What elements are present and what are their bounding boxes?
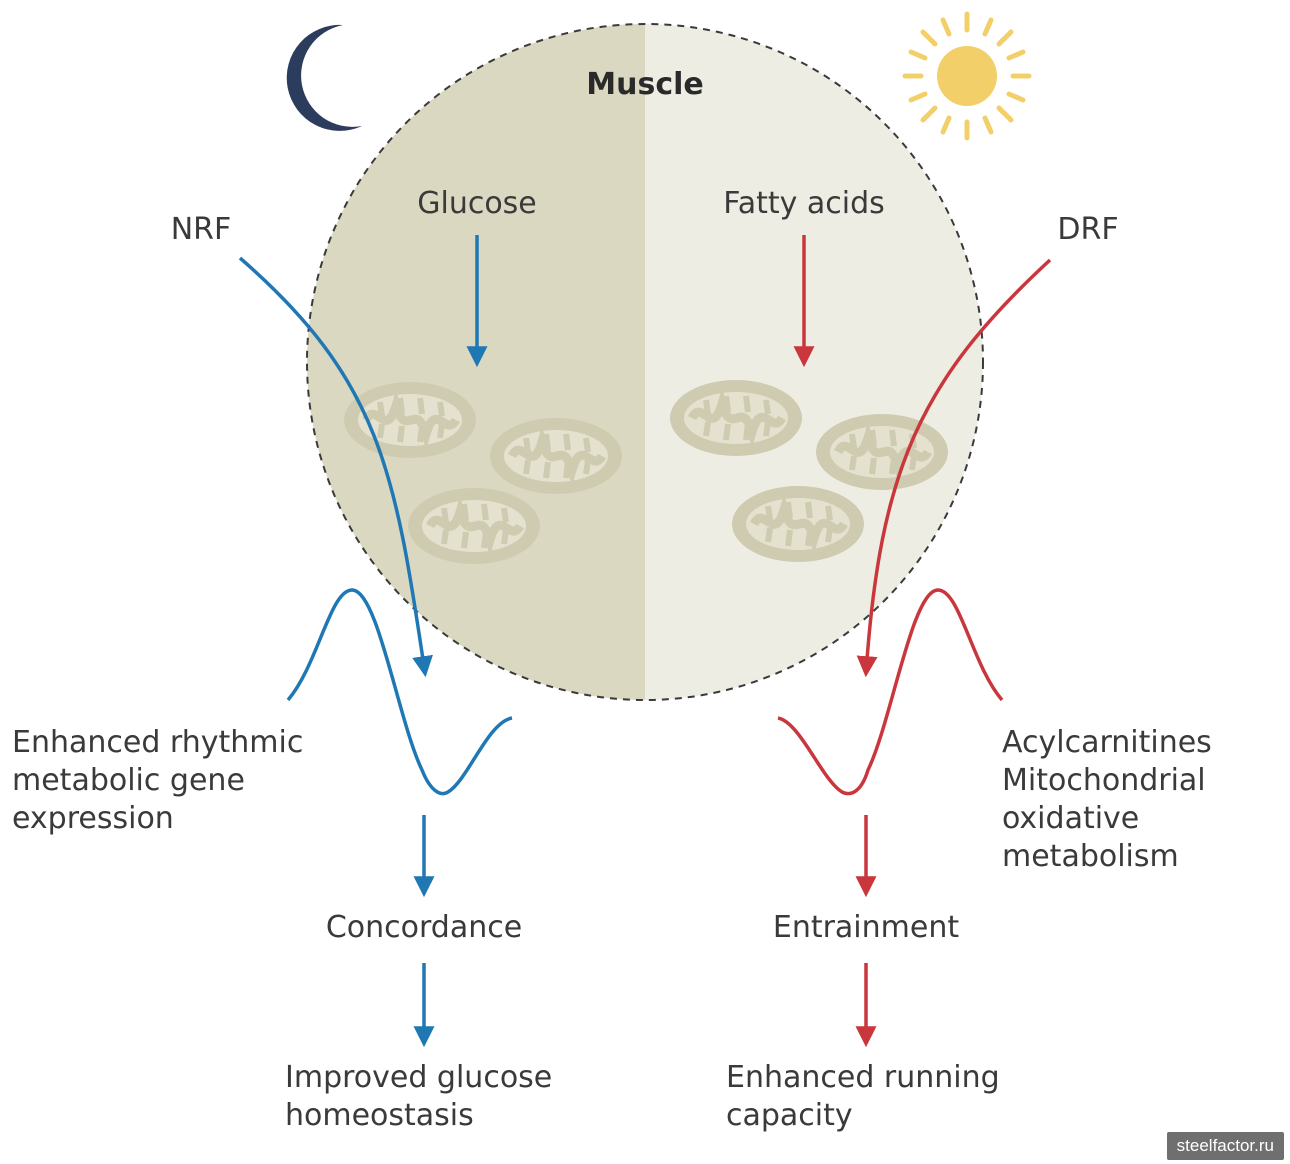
glucose-label: Glucose [417, 186, 537, 221]
nrf-outcome-line-1: Improved glucose [285, 1060, 552, 1095]
muscle-cell [306, 23, 984, 701]
watermark-badge: steelfactor.ru [1166, 1132, 1284, 1160]
drf-effect-line-2: Mitochondrial [1002, 763, 1206, 798]
mitochondrion-icon [344, 382, 476, 458]
drf-arrow [856, 258, 1052, 678]
nrf-arrow [238, 256, 433, 678]
nrf-outcome-line-2: homeostasis [285, 1098, 474, 1133]
sun-icon [902, 11, 1032, 141]
drf-effect-line-4: metabolism [1002, 839, 1179, 874]
mitochondrion-icon [816, 414, 948, 490]
drf-rhythm-wave [777, 588, 1004, 796]
mitochondrion-icon [490, 418, 622, 494]
drf-effect-line-1: Acylcarnitines [1002, 725, 1212, 760]
nrf-effect-line-1: Enhanced rhythmic [12, 725, 303, 760]
mitochondrion-icon [732, 486, 864, 562]
entrainment-label: Entrainment [773, 910, 959, 945]
fatty-acids-label: Fatty acids [723, 186, 885, 221]
mitochondrion-icon [408, 488, 540, 564]
nrf-effect-line-3: expression [12, 801, 174, 836]
drf-outcome-line-2: capacity [726, 1098, 853, 1133]
nrf-label: NRF [171, 212, 232, 247]
drf-effect-line-3: oxidative [1002, 801, 1139, 836]
mitochondrion-icon [670, 380, 802, 456]
concordance-label: Concordance [326, 910, 522, 945]
drf-label: DRF [1057, 212, 1118, 247]
moon-icon [286, 24, 362, 131]
drf-outcome-line-1: Enhanced running [726, 1060, 1000, 1095]
muscle-title: Muscle [586, 67, 703, 102]
nrf-rhythm-wave [286, 588, 513, 796]
nrf-effect-line-2: metabolic gene [12, 763, 245, 798]
